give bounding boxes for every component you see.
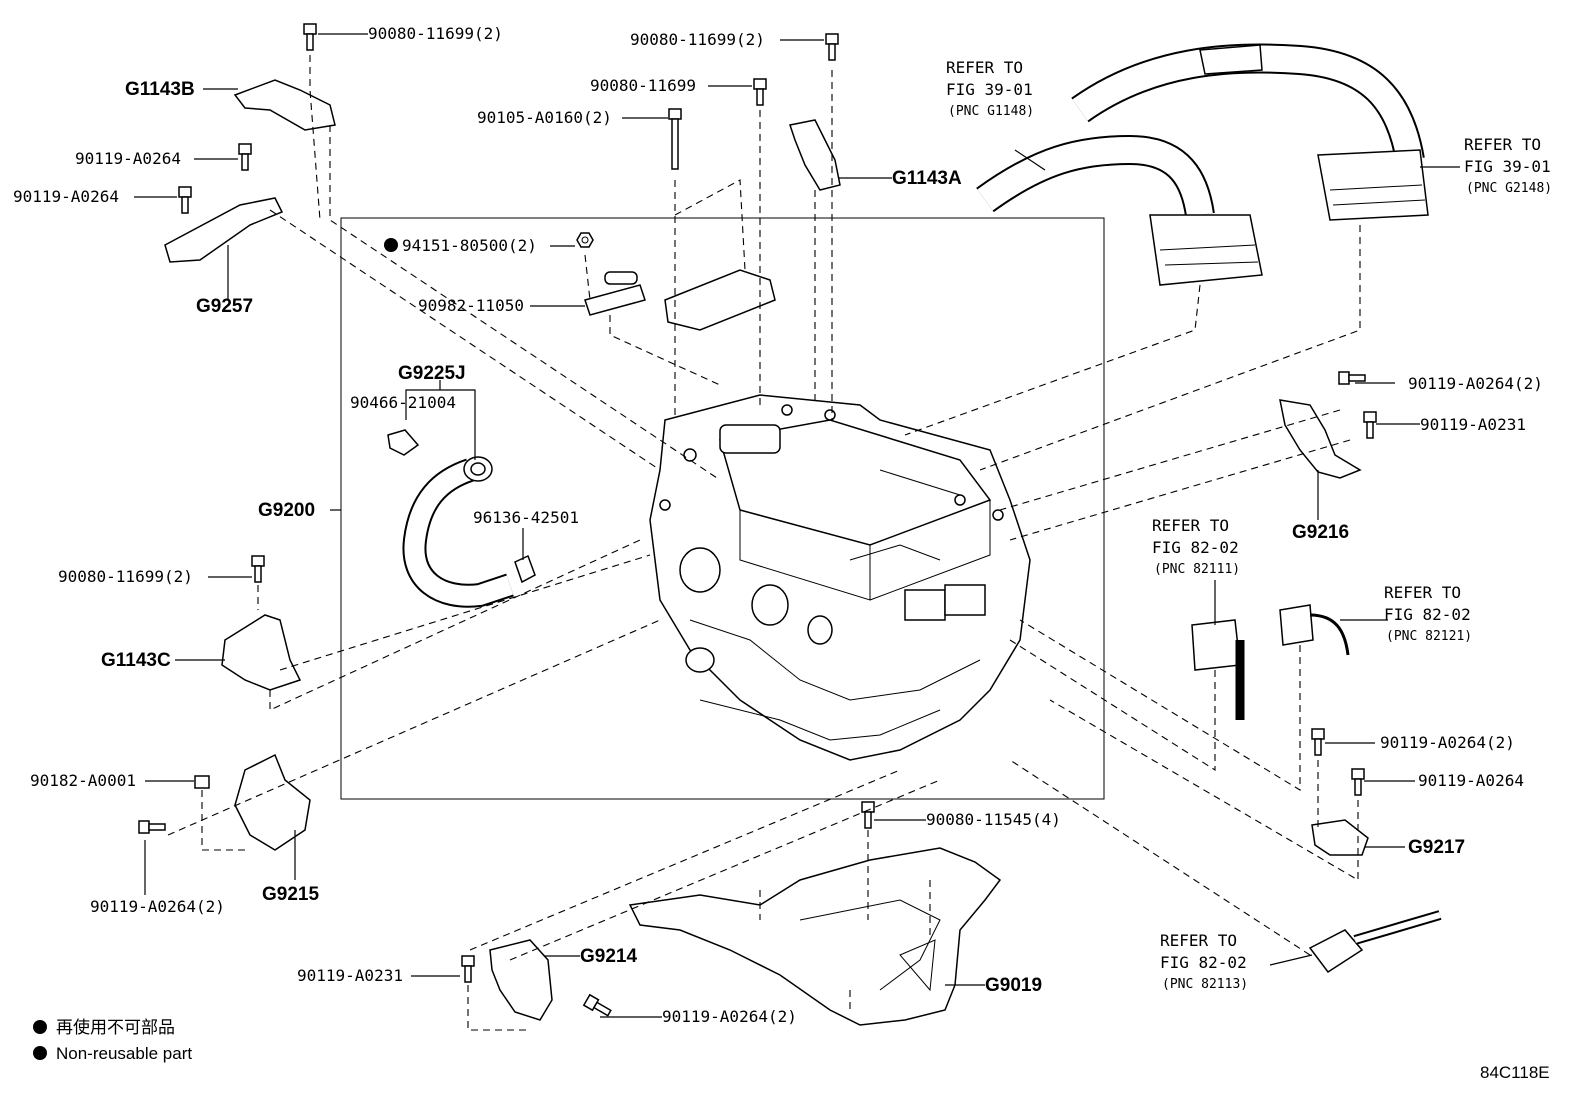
bracket-g1143c [221, 614, 302, 691]
label-g9215: G9215 [262, 884, 319, 905]
bolt-icons [138, 23, 1377, 1017]
refer-g1148: REFER TO FIG 39-01 (PNC G1148) [946, 58, 1034, 119]
ref-g2148-l2: FIG 39-01 [1464, 157, 1551, 176]
label-bolt-top-center: 90080-11699(2) [630, 30, 765, 49]
label-bolt-left-mid: 90080-11699(2) [58, 567, 193, 586]
label-nut-90182: 90182-A0001 [30, 771, 136, 790]
label-g9225j: G9225J [398, 363, 466, 384]
label-g1143c: G1143C [101, 650, 171, 671]
legend: 再使用不可部品 Non-reusable part [33, 1017, 192, 1063]
legend-line-2: Non-reusable part [56, 1044, 192, 1063]
label-bolt-center: 90080-11699 [590, 76, 696, 95]
refer-g2148: REFER TO FIG 39-01 (PNC G2148) [1464, 135, 1552, 196]
connector-82111 [1191, 619, 1245, 720]
diagram-id: 84C118E [1480, 1063, 1550, 1082]
ref-82121-l1: REFER TO [1384, 583, 1461, 602]
label-bolt-g9215: 90119-A0264(2) [90, 897, 225, 916]
label-g9216: G9216 [1292, 522, 1349, 543]
label-bolt-right-3: 90119-A0264(2) [1380, 733, 1515, 752]
ref-g1148-l2: FIG 39-01 [946, 80, 1033, 99]
label-clip-96136: 96136-42501 [473, 508, 579, 527]
bracket-g9257 [164, 197, 284, 263]
bracket-g9214 [489, 939, 553, 1021]
refer-82113: REFER TO FIG 82-02 (PNC 82113) [1160, 931, 1248, 992]
bracket-g1143b [233, 79, 336, 131]
ref-82111-l3: (PNC 82111) [1154, 562, 1240, 577]
label-g9019: G9019 [985, 975, 1042, 996]
under-cover-rib [799, 899, 941, 991]
harness-g2148 [1071, 43, 1429, 221]
ref-82121-l2: FIG 82-02 [1384, 605, 1471, 624]
connector-82113 [1308, 910, 1442, 974]
ref-82113-l1: REFER TO [1160, 931, 1237, 950]
inverter-assembly [649, 394, 1031, 761]
label-bolt-90119-bottom: 90119-A0264(2) [662, 1007, 797, 1026]
hose [387, 429, 536, 608]
label-g9217: G9217 [1408, 837, 1465, 858]
legend-line-1: 再使用不可部品 [56, 1017, 175, 1037]
label-g9257: G9257 [196, 296, 253, 317]
label-nut-94151: 94151-80500(2) [402, 236, 537, 255]
ref-82113-l3: (PNC 82113) [1162, 977, 1248, 992]
harness-g1148 [976, 134, 1263, 286]
label-bolt-right-1: 90119-A0264(2) [1408, 374, 1543, 393]
bracket-g9216 [1279, 399, 1362, 479]
legend-dot-icon-2 [33, 1046, 47, 1060]
label-bolt-90080-11545: 90080-11545(4) [926, 810, 1061, 829]
ref-g1148-l3: (PNC G1148) [948, 104, 1034, 119]
refer-82121: REFER TO FIG 82-02 (PNC 82121) [1384, 583, 1472, 644]
connector-82121 [1279, 604, 1350, 656]
label-part-90982: 90982-11050 [418, 296, 524, 315]
label-g1143b: G1143B [125, 79, 195, 100]
bracket-g1143a [789, 119, 841, 191]
label-bolt-90119-a: 90119-A0264 [75, 149, 181, 168]
under-cover-recess [899, 939, 936, 992]
non-reusable-dot-icon [384, 238, 398, 252]
assembly-box [340, 217, 1105, 800]
part-labels: 90080-11699(2) 90080-11699(2) 90080-1169… [13, 24, 1543, 1026]
label-bolt-top-left: 90080-11699(2) [368, 24, 503, 43]
label-g1143a: G1143A [892, 168, 962, 189]
ref-82111-l2: FIG 82-02 [1152, 538, 1239, 557]
ref-82113-l2: FIG 82-02 [1160, 953, 1247, 972]
label-bolt-90119-b: 90119-A0264 [13, 187, 119, 206]
ref-g2148-l3: (PNC G2148) [1466, 181, 1552, 196]
label-part-90466: 90466-21004 [350, 393, 456, 412]
bracket-g9215 [234, 753, 311, 851]
bracket-g9217 [1311, 819, 1369, 856]
label-bolt-right-2: 90119-A0231 [1420, 415, 1526, 434]
ref-g1148-l1: REFER TO [946, 58, 1023, 77]
label-bolt-right-4: 90119-A0264 [1418, 771, 1524, 790]
fuse-90982 [584, 271, 646, 316]
bracket-top-plate [664, 269, 776, 331]
ref-g2148-l1: REFER TO [1464, 135, 1541, 154]
leader-lines [134, 33, 1460, 1018]
ref-82121-l3: (PNC 82121) [1386, 629, 1472, 644]
refer-82111: REFER TO FIG 82-02 (PNC 82111) [1152, 516, 1240, 577]
under-cover-g9019 [628, 847, 1002, 1026]
ref-82111-l1: REFER TO [1152, 516, 1229, 535]
label-g9214: G9214 [580, 946, 637, 967]
dashed-lines [167, 55, 1361, 1031]
label-bolt-90119-a0231-bottom: 90119-A0231 [297, 966, 403, 985]
label-g9200: G9200 [258, 500, 315, 521]
legend-dot-icon [33, 1020, 47, 1034]
label-bolt-90105: 90105-A0160(2) [477, 108, 612, 127]
